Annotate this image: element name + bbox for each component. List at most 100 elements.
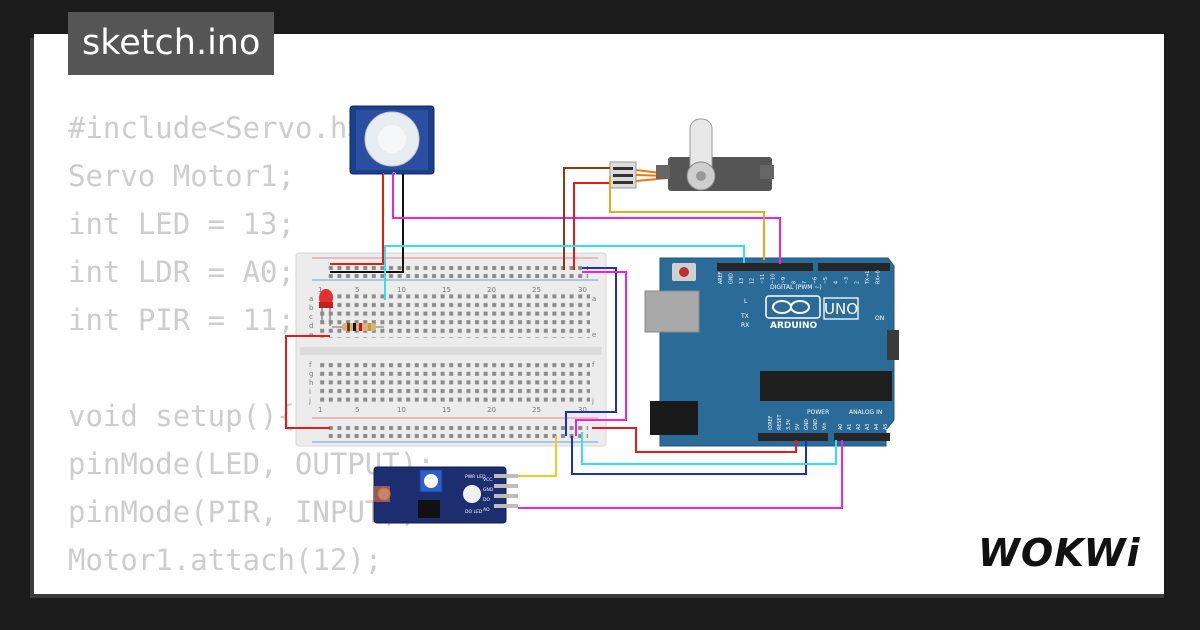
code-line: } bbox=[68, 584, 435, 594]
ldr-module[interactable]: VCC GND DO AO PWR LED DO LED bbox=[373, 466, 518, 524]
row-label: f bbox=[309, 361, 312, 369]
digital-header-right bbox=[818, 263, 890, 271]
wire-gnd-rail bbox=[565, 267, 617, 436]
analog-header bbox=[834, 433, 890, 441]
digital-pin-label: GND bbox=[729, 273, 735, 284]
col-label: 5 bbox=[355, 406, 359, 414]
pir-sensor[interactable]: + D - bbox=[349, 105, 435, 179]
wire-gnd bbox=[571, 436, 807, 475]
digital-pin-label: 13 bbox=[739, 278, 745, 284]
row-label: i bbox=[309, 388, 311, 396]
rx-led-label: RX bbox=[741, 322, 749, 329]
digital-header-left bbox=[717, 263, 813, 271]
wire-ldr-ao bbox=[518, 440, 843, 509]
analog-pin-label: A2 bbox=[856, 424, 862, 430]
row-label: h bbox=[309, 379, 313, 387]
wire-servo-vcc bbox=[573, 182, 610, 270]
row-label: d bbox=[309, 322, 313, 330]
digital-pin-label: 2 bbox=[855, 281, 861, 284]
wire-servo-gnd bbox=[563, 167, 610, 270]
col-label: 25 bbox=[532, 406, 541, 414]
digital-pin-label: ~3 bbox=[844, 277, 850, 284]
power-jack bbox=[650, 401, 698, 435]
digital-header-label: DIGITAL (PWM ~) bbox=[770, 284, 822, 291]
ldr-led-label: DO LED bbox=[465, 509, 483, 515]
code-line: int LED = 13; bbox=[68, 207, 295, 241]
reset-button[interactable] bbox=[679, 267, 689, 277]
breadboard[interactable]: 1 5 10 15 20 25 30 1 5 10 15 20 25 30 a … bbox=[295, 252, 607, 447]
servo-body bbox=[668, 157, 772, 191]
col-label: 1 bbox=[318, 406, 322, 414]
power-pin-label: 3.3V bbox=[786, 418, 792, 430]
power-pin-label: Vin bbox=[822, 422, 828, 430]
l-led-label: L bbox=[744, 298, 748, 305]
analog-pin-label: A3 bbox=[865, 424, 871, 430]
atmega-chip bbox=[760, 371, 892, 401]
wires bbox=[285, 167, 843, 509]
ldr-pin-label: AO bbox=[483, 507, 490, 513]
col-label: 25 bbox=[532, 286, 541, 294]
power-pin-label: IOREF bbox=[768, 415, 774, 430]
code-line: int LDR = A0; bbox=[68, 255, 295, 289]
arduino-brand: ARDUINO bbox=[770, 321, 818, 331]
digital-pin-label: ~11 bbox=[760, 274, 766, 284]
icsp-header bbox=[887, 330, 899, 360]
wire-cyan-analog bbox=[581, 432, 837, 465]
wire-led-pin bbox=[384, 245, 745, 300]
power-header bbox=[758, 433, 828, 441]
digital-pin-label: AREF bbox=[718, 271, 724, 284]
col-label: 30 bbox=[578, 406, 587, 414]
red-led[interactable] bbox=[319, 289, 333, 326]
analog-pin-label: A5 bbox=[883, 424, 889, 430]
col-label: 30 bbox=[578, 286, 587, 294]
servo-motor[interactable] bbox=[609, 118, 774, 191]
analog-pin-label: A0 bbox=[838, 424, 844, 430]
usb-port bbox=[644, 290, 700, 333]
power-header-label: POWER bbox=[807, 409, 829, 416]
power-pin-label: RESET bbox=[777, 415, 783, 430]
wire-pir-signal bbox=[392, 174, 781, 264]
digital-pin-label: 7 bbox=[802, 281, 808, 284]
arduino-model: UNO bbox=[824, 300, 858, 318]
code-area: #include<Servo.h>Servo Motor1;int LED = … bbox=[34, 34, 1164, 594]
arduino-uno-board[interactable]: DIGITAL (PWM ~) POWER ANALOG IN ARDUINO … bbox=[644, 257, 899, 447]
col-label: 10 bbox=[397, 286, 406, 294]
code-line: int PIR = 11; bbox=[68, 303, 295, 337]
resistor[interactable] bbox=[332, 323, 384, 331]
ldr-pin-label: DO bbox=[483, 497, 490, 503]
col-label: 10 bbox=[397, 406, 406, 414]
digital-pin-label: RX←0 bbox=[876, 270, 882, 284]
analog-pin-label: A4 bbox=[874, 424, 880, 430]
row-label: b bbox=[309, 304, 314, 312]
wire-pir-vcc bbox=[330, 174, 384, 265]
ldr-pin-label: GND bbox=[483, 487, 494, 493]
ldr-led-label: PWR LED bbox=[465, 474, 486, 480]
code-listing: #include<Servo.h>Servo Motor1;int LED = … bbox=[68, 104, 435, 594]
digital-pin-label: 12 bbox=[750, 278, 756, 284]
pir-pin-label: D bbox=[392, 172, 397, 179]
digital-pin-label: TX→1 bbox=[865, 271, 871, 285]
code-line: #include<Servo.h> bbox=[68, 111, 365, 145]
uno-badge bbox=[823, 297, 859, 320]
row-label: e bbox=[592, 331, 596, 339]
power-pin-label: GND bbox=[813, 419, 819, 430]
analog-header-label: ANALOG IN bbox=[849, 409, 882, 416]
digital-pin-label: ~9 bbox=[781, 277, 787, 284]
col-label: 20 bbox=[487, 406, 496, 414]
analog-pin-label: A1 bbox=[847, 424, 853, 430]
row-label: a bbox=[309, 295, 313, 303]
digital-pin-label: ~5 bbox=[823, 277, 829, 284]
wire-magenta-rail bbox=[575, 271, 627, 436]
digital-pin-label: 4 bbox=[834, 281, 840, 284]
col-label: 20 bbox=[487, 286, 496, 294]
row-label: a bbox=[592, 295, 596, 303]
module-led bbox=[463, 485, 481, 503]
col-label: 5 bbox=[355, 286, 359, 294]
row-label: j bbox=[591, 397, 594, 405]
wire-ldr-vcc bbox=[518, 436, 557, 477]
ldr-pin-label: VCC bbox=[483, 477, 492, 483]
col-label: 15 bbox=[442, 406, 451, 414]
